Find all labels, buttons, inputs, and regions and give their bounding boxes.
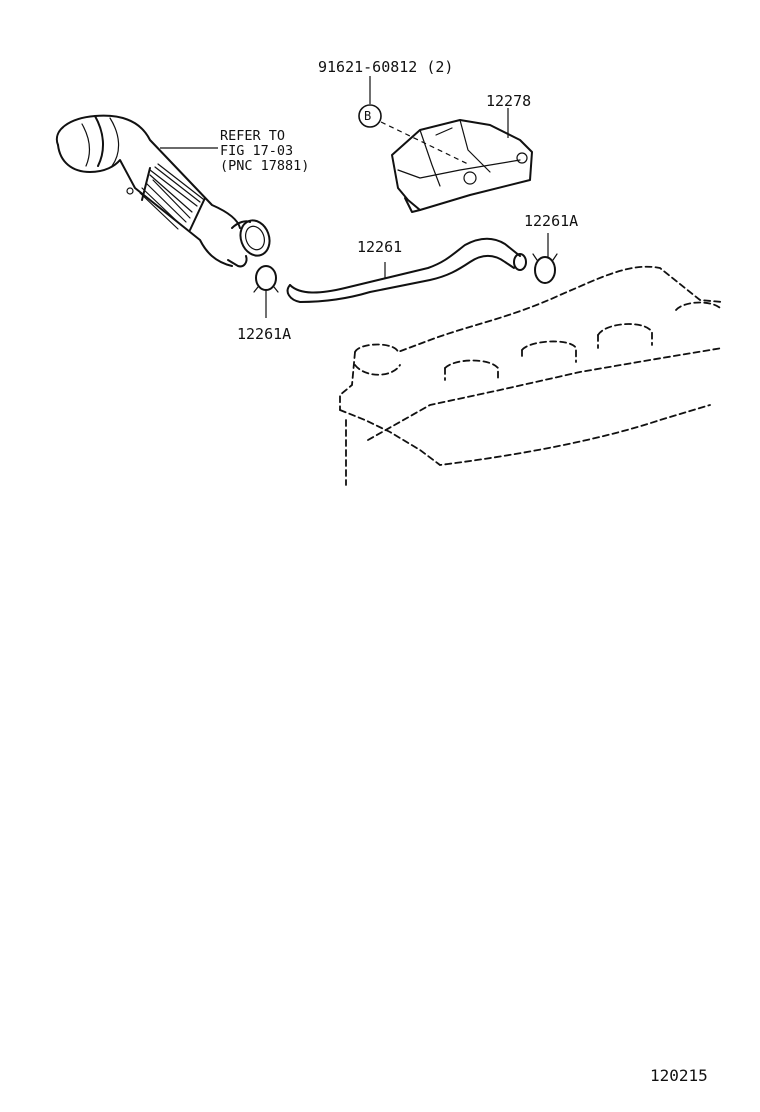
bolt-symbol-label: B bbox=[364, 109, 372, 123]
clip-left-drawing bbox=[253, 265, 279, 318]
engine-head-outline bbox=[339, 265, 723, 486]
refer-line-2: FIG 17-03 bbox=[220, 143, 294, 159]
bellows-ribs bbox=[139, 163, 204, 230]
bracket-drawing bbox=[391, 108, 533, 213]
intake-hose-drawing bbox=[55, 114, 271, 268]
pcv-hose-drawing bbox=[286, 237, 527, 303]
clip-right-drawing bbox=[532, 233, 558, 284]
illustration-number: 120215 bbox=[650, 1066, 708, 1085]
bracket-part-number: 12278 bbox=[486, 92, 532, 110]
clip-left-part-number: 12261A bbox=[237, 325, 292, 343]
clip-right-part-number: 12261A bbox=[524, 212, 579, 230]
bolt-callout bbox=[358, 76, 471, 166]
bolt-part-number: 91621-60812 (2) bbox=[318, 58, 454, 76]
refer-line-3: (PNC 17881) bbox=[220, 158, 310, 174]
hose-part-number: 12261 bbox=[357, 238, 403, 256]
refer-line-1: REFER TO bbox=[220, 128, 286, 144]
